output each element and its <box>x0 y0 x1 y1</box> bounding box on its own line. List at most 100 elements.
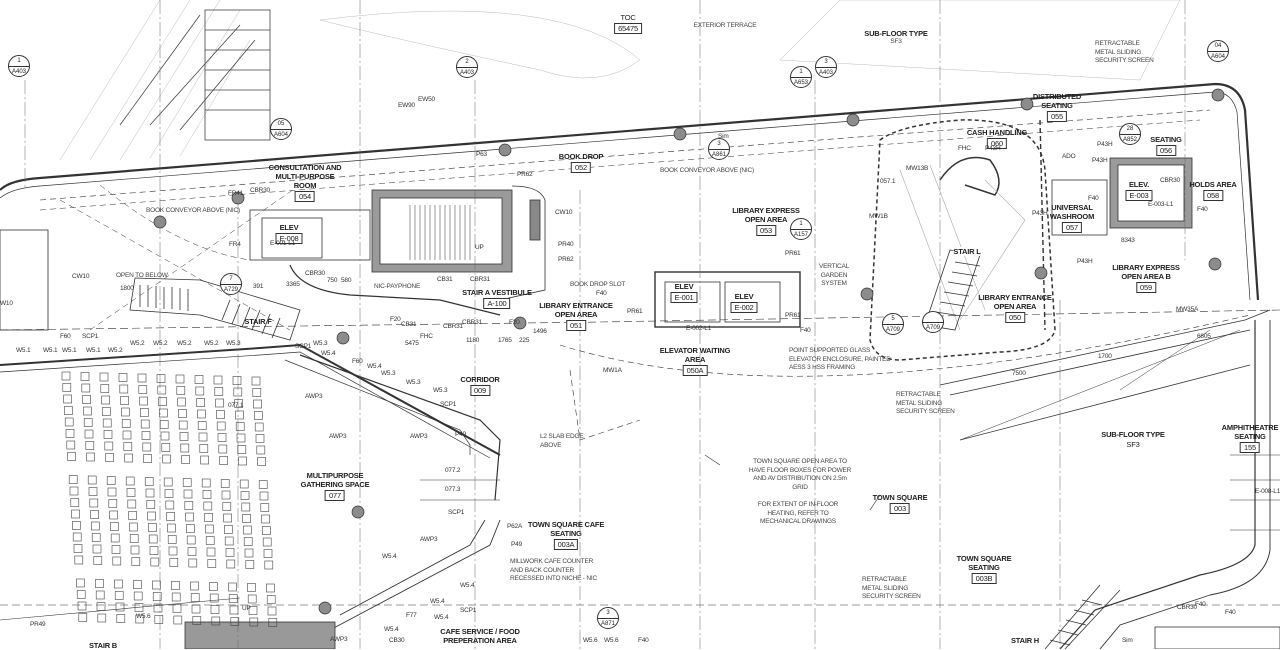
seat <box>219 456 228 465</box>
tag-label: P49 <box>455 431 466 438</box>
note-line: AESS 3 HSS FRAMING <box>789 364 856 371</box>
note-line: ELEVATOR ENCLOSURE, PAINTED <box>789 355 891 363</box>
tag-label: CBR30 <box>1177 604 1197 611</box>
room-name: WASHROOM <box>1049 212 1095 221</box>
tag-label: MW13B <box>906 165 929 172</box>
seat <box>260 503 270 512</box>
room-name: LIBRARY EXPRESS <box>732 206 800 215</box>
room-name: MULTI-PURPOSE <box>275 172 335 181</box>
seat <box>201 478 211 488</box>
callout-sheet: A403 <box>818 70 833 76</box>
seat <box>176 386 186 395</box>
seat <box>100 384 110 393</box>
room-number: 009 <box>470 385 490 396</box>
tag-label: CB31 <box>437 276 453 283</box>
tag-label: F40 <box>1088 195 1099 202</box>
tag-label: 8343 <box>1121 237 1135 244</box>
seat <box>263 549 273 558</box>
tag-label: F40 <box>1225 609 1236 616</box>
auditorium-seating <box>61 371 278 627</box>
tag-label: CW10 <box>72 273 90 280</box>
seat <box>133 580 142 589</box>
seat <box>182 478 192 487</box>
room-name: ROOM <box>293 181 317 190</box>
tag-label: W5.1 <box>43 347 58 354</box>
room-name: LIBRARY ENTRANCE <box>539 301 613 310</box>
tag-label: E-001-L1 <box>270 240 296 247</box>
seat <box>130 545 140 555</box>
seat <box>125 476 135 486</box>
seat <box>152 580 161 590</box>
tag-label: E-002-L1 <box>686 325 712 332</box>
seat <box>72 532 82 542</box>
callout-number: 1 <box>9 56 29 67</box>
tag-label: 1700 <box>1098 353 1112 360</box>
room-name: LIBRARY EXPRESS <box>1112 263 1180 272</box>
tag-label: 1496 <box>533 328 547 335</box>
tag-label: PR62 <box>517 171 533 178</box>
note-line: HAVE FLOOR BOXES FOR POWER <box>748 466 852 474</box>
section-callout[interactable]: A709 <box>922 311 944 333</box>
tag-label: W5.2 <box>108 347 123 354</box>
room-name: STAIR A VESTIBULE <box>462 288 532 297</box>
room-name: HOLDS AREA <box>1189 180 1237 189</box>
seat <box>252 388 262 397</box>
retractable-screen-note-top: RETRACTABLE METAL SLIDING SECURITY SCREE… <box>1095 40 1154 66</box>
seat <box>243 525 252 535</box>
tag-label: W5.6 <box>604 637 619 644</box>
floor-boxes-note: TOWN SQUARE OPEN AREA TO HAVE FLOOR BOXE… <box>748 458 852 492</box>
callout-number: 5 <box>883 314 903 325</box>
seat <box>87 475 97 485</box>
seat <box>162 454 171 464</box>
seat <box>168 546 178 556</box>
room-name: OPEN AREA <box>993 302 1037 311</box>
room-number: 059 <box>1136 282 1156 293</box>
seat <box>71 509 80 519</box>
seat <box>88 487 98 496</box>
seat <box>102 418 112 428</box>
stair-h <box>1044 584 1121 649</box>
seat <box>171 581 180 590</box>
seat <box>109 510 118 520</box>
seat <box>228 594 238 603</box>
room-number: 050 <box>1005 312 1025 323</box>
seat <box>245 560 255 569</box>
column <box>153 215 167 229</box>
column <box>1208 257 1222 271</box>
seat <box>120 396 129 405</box>
columns <box>153 88 1225 615</box>
note-line: L2 SLAB EDGE <box>540 433 584 440</box>
seat <box>223 513 232 523</box>
callout-sheet: A403 <box>11 69 26 75</box>
seat <box>178 409 187 418</box>
seat <box>149 546 159 555</box>
tag-label: W10 <box>0 300 13 307</box>
room-number: E-008 <box>275 233 303 244</box>
seat <box>266 595 276 604</box>
seat <box>67 452 76 461</box>
seat <box>178 420 188 430</box>
room-name: ELEV <box>279 223 299 232</box>
tag-label: Sim <box>1122 637 1133 644</box>
tag-label: W5.1 <box>86 347 101 354</box>
room-number: 003 <box>890 503 910 514</box>
tag-label: UP <box>242 605 251 612</box>
tag-label: Sim <box>718 133 729 140</box>
seat <box>190 581 199 591</box>
seat <box>186 524 195 533</box>
tag-label: 1180 <box>466 337 480 344</box>
